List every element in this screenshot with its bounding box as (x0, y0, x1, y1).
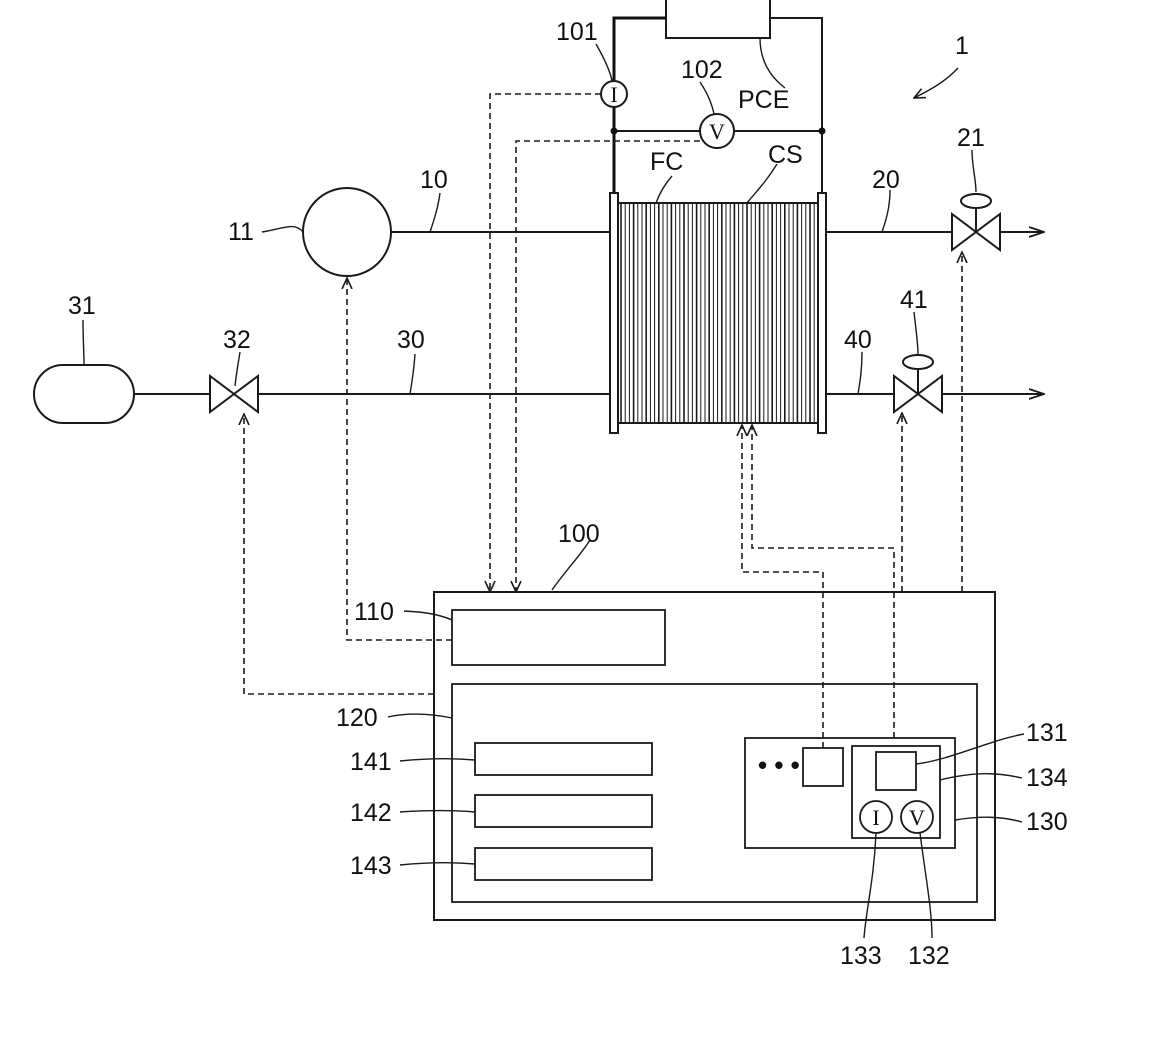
current-sensor: I (596, 44, 627, 107)
unit-110-box (452, 610, 665, 665)
unit-143-box (475, 848, 652, 880)
cell-stack-plates (621, 204, 814, 422)
label-voltage-sensor: 102 (681, 56, 723, 84)
label-compressor: 11 (228, 218, 254, 246)
label-hydrogen-valve: 32 (223, 326, 251, 354)
voltage-sensor-symbol: V (709, 119, 725, 144)
label-unit-141: 141 (350, 748, 392, 776)
unit-131-box (876, 752, 916, 790)
hydrogen-exhaust-valve (894, 312, 942, 412)
label-air-exhaust-line: 20 (872, 166, 900, 194)
label-current-sensor: 101 (556, 18, 598, 46)
label-hydrogen-supply-line: 30 (397, 326, 425, 354)
unit-142-box (475, 795, 652, 827)
controller: • • • I V (388, 540, 1024, 938)
air-exhaust-line (826, 190, 1044, 232)
label-hydrogen-exhaust-line: 40 (844, 326, 872, 354)
label-unit-131: 131 (1026, 719, 1068, 747)
label-unit-134: 134 (1026, 764, 1068, 792)
air-supply-line (391, 193, 610, 232)
current-sensor-symbol: I (610, 82, 617, 107)
compressor (262, 188, 391, 276)
hydrogen-supply-valve (210, 352, 258, 412)
unit-141-box (475, 743, 652, 775)
label-hydrogen-tank: 31 (68, 292, 96, 320)
label-unit-110: 110 (354, 598, 394, 626)
unit-133-symbol: I (872, 805, 879, 830)
actuator-channel-box (803, 748, 843, 786)
label-fc: FC (650, 148, 683, 176)
unit-132-symbol: V (909, 805, 925, 830)
label-air-valve: 21 (957, 124, 985, 152)
label-unit-132: 132 (908, 942, 950, 970)
label-hydrogen-exhaust-valve: 41 (900, 286, 928, 314)
voltage-sensor: V (611, 82, 826, 148)
air-pressure-valve (952, 150, 1000, 250)
label-unit-120: 120 (336, 704, 378, 732)
label-unit-143: 143 (350, 852, 392, 880)
label-unit-142: 142 (350, 799, 392, 827)
fuel-cell-stack (610, 164, 826, 433)
label-unit-133: 133 (840, 942, 882, 970)
label-cs: CS (768, 141, 803, 169)
label-air-supply-line: 10 (420, 166, 448, 194)
system-pointer (914, 68, 958, 98)
more-channels-ellipsis: • • • (758, 750, 800, 780)
hydrogen-supply-line (134, 354, 610, 394)
label-unit-130: 130 (1026, 808, 1068, 836)
label-system: 1 (955, 32, 969, 60)
label-pce: PCE (738, 86, 789, 114)
hydrogen-tank (34, 320, 134, 423)
label-controller: 100 (558, 520, 600, 548)
